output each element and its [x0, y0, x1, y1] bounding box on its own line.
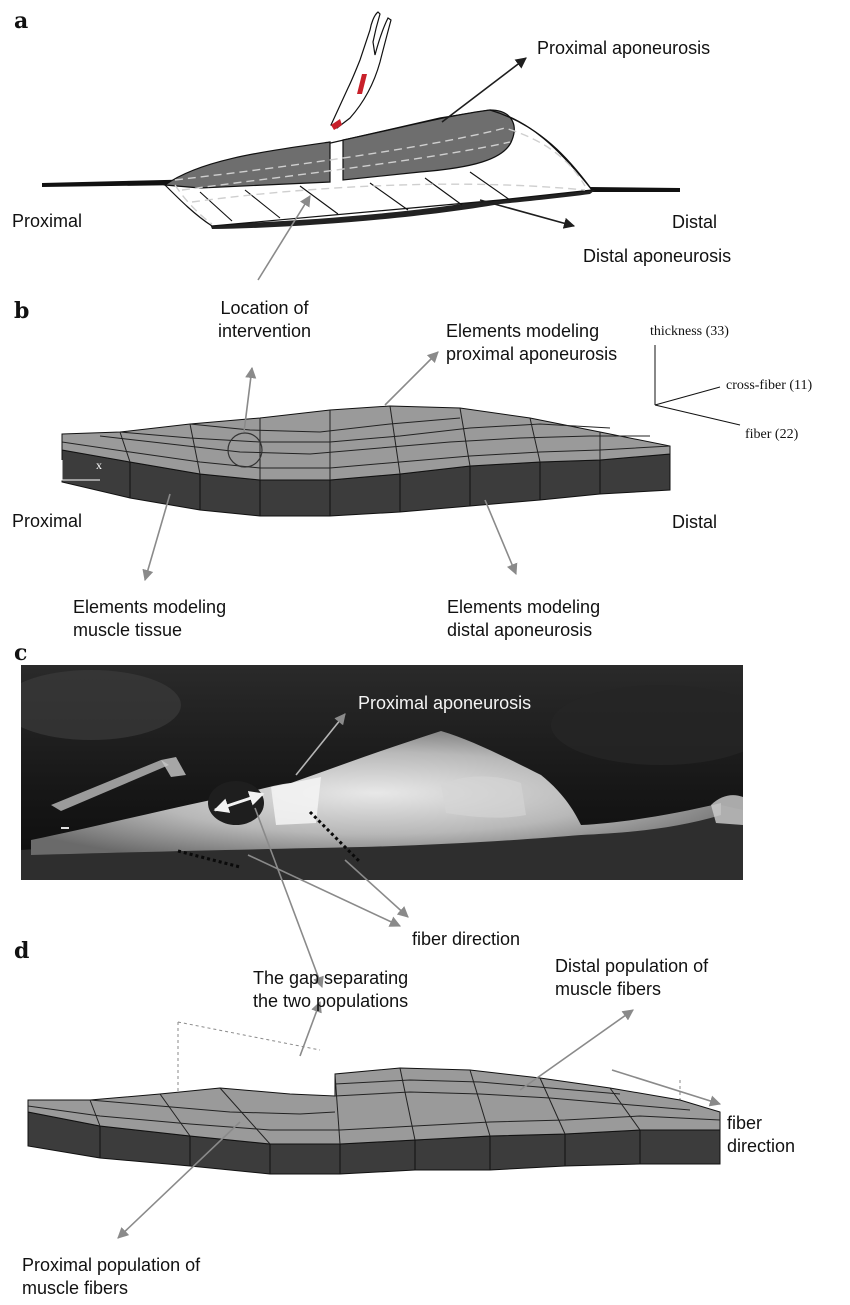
- label-elements-muscle-line1: Elements modeling: [73, 596, 226, 619]
- label-proximal-aponeurosis-a: Proximal aponeurosis: [537, 37, 710, 60]
- label-axis-cross-fiber: cross-fiber (11): [726, 378, 812, 394]
- label-distal-b: Distal: [672, 511, 717, 534]
- label-proximal-population: Proximal population of muscle fibers: [22, 1254, 200, 1300]
- arrow-gap-c: [255, 808, 322, 987]
- label-gap-line2: the two populations: [253, 990, 408, 1013]
- arrow-fiber-dir-c1: [248, 855, 400, 926]
- fiber-dots-left: [178, 851, 240, 867]
- label-fiber-dir-line1: fiber: [727, 1112, 795, 1135]
- arrow-prox-apo-c: [296, 714, 345, 775]
- label-axis-x: x: [96, 458, 102, 473]
- label-elements-distal-apo: Elements modeling distal aponeurosis: [447, 596, 600, 642]
- gap-double-arrow: [215, 794, 263, 810]
- panel-c-overlays: [178, 714, 408, 987]
- label-gap-line1: The gap separating: [253, 967, 408, 990]
- label-location-line1: Location of: [218, 297, 311, 320]
- fiber-dots-right: [310, 812, 360, 862]
- label-elements-prox-apo: Elements modeling proximal aponeurosis: [446, 320, 617, 366]
- panel-d-diagram: [28, 1002, 720, 1238]
- arrow-distal-pop-d: [520, 1010, 633, 1090]
- label-fiber-direction-d: fiber direction: [727, 1112, 795, 1158]
- arrow-distal-apo-a: [480, 200, 574, 226]
- arrow-distal-apo-b: [485, 500, 516, 574]
- label-proximal-b: Proximal: [12, 510, 82, 533]
- label-gap-separating: The gap separating the two populations: [253, 967, 408, 1013]
- label-elements-muscle: Elements modeling muscle tissue: [73, 596, 226, 642]
- label-proximal-pop-line1: Proximal population of: [22, 1254, 200, 1277]
- panel-b-diagram: [62, 345, 740, 580]
- label-location-line2: intervention: [218, 320, 311, 343]
- arrow-muscle-b: [145, 494, 170, 580]
- label-elements-prox-line2: proximal aponeurosis: [446, 343, 617, 366]
- label-distal-a: Distal: [672, 211, 717, 234]
- label-distal-pop-line2: muscle fibers: [555, 978, 708, 1001]
- label-axis-fiber: fiber (22): [745, 427, 798, 443]
- label-distal-pop-line1: Distal population of: [555, 955, 708, 978]
- label-axis-thickness: thickness (33): [650, 324, 729, 340]
- label-elements-prox-line1: Elements modeling: [446, 320, 617, 343]
- label-proximal-aponeurosis-c: Proximal aponeurosis: [358, 692, 531, 715]
- label-fiber-dir-line2: direction: [727, 1135, 795, 1158]
- label-distal-aponeurosis-a: Distal aponeurosis: [583, 245, 731, 268]
- arrow-prox-apo-b: [385, 352, 438, 405]
- label-proximal-pop-line2: muscle fibers: [22, 1277, 200, 1300]
- label-fiber-direction-c: fiber direction: [412, 928, 520, 951]
- label-proximal-a: Proximal: [12, 210, 82, 233]
- label-location-intervention: Location of intervention: [218, 297, 311, 343]
- arrow-fiber-dir-c2: [345, 860, 408, 917]
- label-elements-muscle-line2: muscle tissue: [73, 619, 226, 642]
- label-elements-distal-line2: distal aponeurosis: [447, 619, 600, 642]
- label-elements-distal-line1: Elements modeling: [447, 596, 600, 619]
- label-distal-population: Distal population of muscle fibers: [555, 955, 708, 1001]
- forceps-icon: [331, 12, 391, 130]
